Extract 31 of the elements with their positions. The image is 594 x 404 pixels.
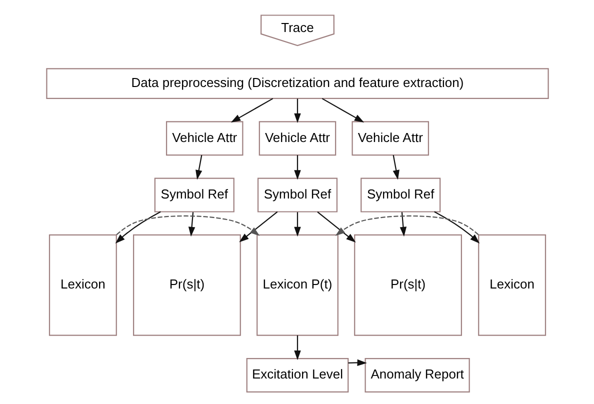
node-box: Excitation Level [246, 358, 348, 392]
node-box: Vehicle Attr [165, 121, 243, 156]
arrow [392, 155, 399, 180]
arrow [348, 359, 366, 366]
node-box: Pr(s|t) [354, 234, 462, 336]
arrow [321, 98, 364, 122]
node-box: Anomaly Report [364, 358, 470, 392]
arrow [399, 212, 406, 237]
node-box: Data preprocessing (Discretization and feature extraction) [46, 68, 548, 99]
arrow [294, 155, 300, 180]
arrow [334, 215, 478, 236]
arrow [114, 211, 160, 244]
node-box: Lexicon [478, 234, 546, 336]
arrow [230, 98, 273, 122]
arrow [434, 211, 480, 244]
arrow [294, 98, 300, 124]
arrow [116, 215, 260, 236]
node-box: Symbol Ref [256, 178, 338, 212]
node-box: Symbol Ref [360, 178, 440, 212]
node-box: Vehicle Attr [258, 121, 336, 156]
node-box: Lexicon P(t) [256, 234, 338, 336]
arrow [188, 212, 195, 237]
arrow [294, 212, 300, 237]
arrow [316, 212, 356, 243]
arrow [195, 155, 202, 180]
arrow [294, 335, 300, 360]
arrow [238, 211, 278, 242]
node-box: Vehicle Attr [351, 121, 429, 156]
node-box: Lexicon [48, 234, 116, 336]
node-box: Symbol Ref [154, 178, 234, 212]
node-box: Pr(s|t) [132, 234, 240, 336]
